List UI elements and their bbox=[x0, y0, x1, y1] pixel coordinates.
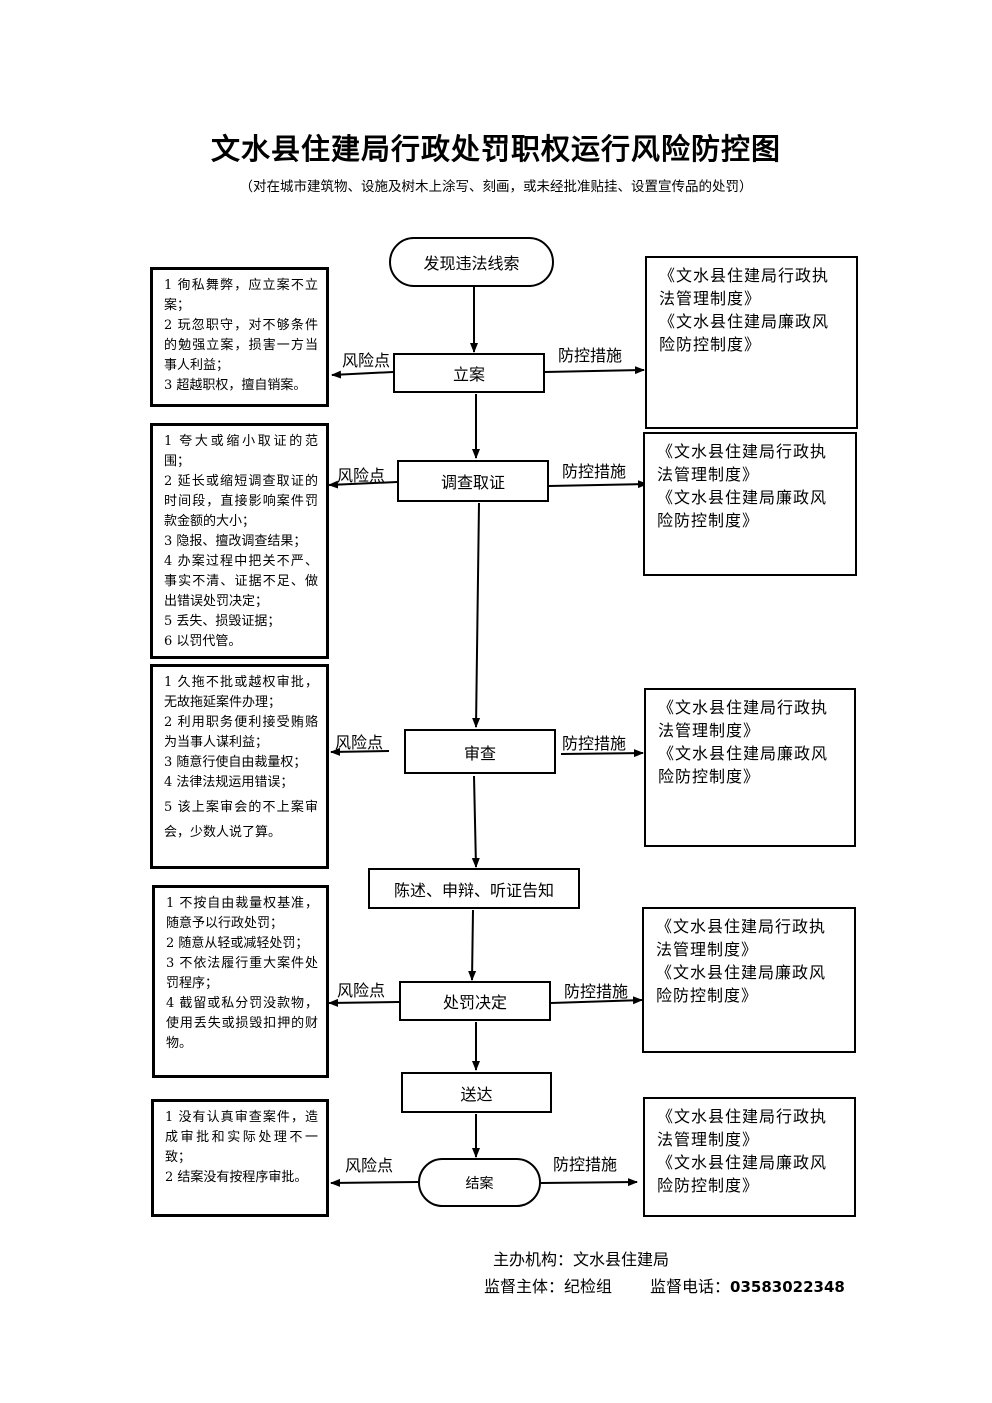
risk-box-close: 1 没有认真审查案件，造成审批和实际处理不一致； 2 结案没有按程序审批。 bbox=[151, 1099, 329, 1217]
measure-line: 法管理制度》 bbox=[656, 940, 759, 959]
risk-item: 2 利用职务便利接受贿赂为当事人谋利益； bbox=[164, 715, 318, 750]
flow-arrow-5 bbox=[468, 909, 477, 981]
footer-phone: 监督电话：03583022348 bbox=[650, 1273, 845, 1297]
risk-item: 1 久拖不批或越权审批，无故拖延案件办理； bbox=[164, 675, 318, 710]
control-arrow-4 bbox=[550, 996, 643, 1005]
footer-phone-value: 03583022348 bbox=[730, 1278, 845, 1296]
measure-line: 《文水县住建局行政执 bbox=[659, 266, 830, 285]
measure-line: 险防控制度》 bbox=[657, 511, 760, 530]
risk-item: 4 法律法规运用错误； bbox=[164, 775, 294, 790]
measure-line: 《文水县住建局廉政风 bbox=[657, 1153, 828, 1172]
risk-arrow-2 bbox=[328, 480, 398, 489]
risk-item: 1 徇私舞弊，应立案不立案； bbox=[164, 278, 318, 313]
risk-arrow-1 bbox=[331, 370, 394, 379]
risk-label-5: 风险点 bbox=[345, 1156, 394, 1175]
risk-box-investigate: 1 夸大或缩小取证的范围； 2 延长或缩短调查取证的时间段，直接影响案件罚款金额… bbox=[150, 423, 329, 659]
footer-phone-label: 监督电话： bbox=[650, 1277, 731, 1296]
measure-line: 《文水县住建局廉政风 bbox=[658, 744, 829, 763]
measure-line: 险防控制度》 bbox=[656, 986, 759, 1005]
risk-item: 2 随意从轻或减轻处罚； bbox=[166, 936, 309, 951]
measure-line: 法管理制度》 bbox=[658, 721, 761, 740]
control-arrow-2 bbox=[548, 480, 648, 489]
step-decide: 处罚决定 bbox=[399, 981, 551, 1021]
control-label-1: 防控措施 bbox=[558, 346, 623, 365]
footer-org-value: 文水县住建局 bbox=[573, 1250, 670, 1269]
measure-box-decide: 《文水县住建局行政执 法管理制度》 《文水县住建局廉政风 险防控制度》 bbox=[642, 907, 856, 1053]
risk-item: 3 隐报、擅改调查结果； bbox=[164, 534, 307, 549]
flow-arrow-4 bbox=[471, 775, 480, 868]
measure-line: 《文水县住建局行政执 bbox=[658, 698, 829, 717]
risk-arrow-3 bbox=[330, 747, 390, 756]
control-label-4: 防控措施 bbox=[564, 982, 629, 1001]
measure-line: 法管理制度》 bbox=[659, 289, 762, 308]
footer-org-label: 主办机构： bbox=[493, 1250, 574, 1269]
footer-supervisor-label: 监督主体： bbox=[484, 1277, 565, 1296]
risk-item: 5 该上案审会的不上案审会，少数人说了算。 bbox=[164, 800, 318, 840]
flow-arrow-3 bbox=[472, 502, 481, 728]
control-label-5: 防控措施 bbox=[553, 1155, 618, 1174]
risk-item: 3 不依法履行重大案件处罚程序； bbox=[166, 956, 318, 991]
page-subtitle: （对在城市建筑物、设施及树木上涂写、刻画，或未经批准贴挂、设置宣传品的处罚） bbox=[239, 179, 753, 195]
risk-item: 4 办案过程中把关不严、事实不清、证据不足、做出错误处罚决定； bbox=[164, 554, 318, 609]
risk-item: 1 没有认真审查案件，造成审批和实际处理不一致； bbox=[165, 1110, 318, 1165]
footer-supervisor: 监督主体：纪检组 bbox=[484, 1273, 612, 1297]
step-close: 结案 bbox=[418, 1158, 541, 1207]
risk-item: 2 玩忽职守，对不够条件的勉强立案，损害一方当事人利益； bbox=[164, 318, 318, 373]
risk-arrow-4 bbox=[328, 998, 400, 1007]
page-title: 文水县住建局行政处罚职权运行风险防控图 bbox=[210, 132, 781, 166]
risk-item: 2 结案没有按程序审批。 bbox=[165, 1170, 308, 1185]
risk-box-review: 1 久拖不批或越权审批，无故拖延案件办理； 2 利用职务便利接受贿赂为当事人谋利… bbox=[150, 664, 329, 869]
measure-box-filing: 《文水县住建局行政执 法管理制度》 《文水县住建局廉政风 险防控制度》 bbox=[645, 256, 858, 429]
measure-line: 险防控制度》 bbox=[658, 767, 761, 786]
footer-org: 主办机构：文水县住建局 bbox=[493, 1246, 669, 1270]
risk-item: 5 丢失、损毁证据； bbox=[164, 614, 281, 629]
risk-box-decide: 1 不按自由裁量权基准，随意予以行政处罚； 2 随意从轻或减轻处罚； 3 不依法… bbox=[152, 885, 329, 1078]
step-discover: 发现违法线索 bbox=[389, 237, 554, 287]
measure-line: 险防控制度》 bbox=[659, 335, 762, 354]
measure-line: 《文水县住建局廉政风 bbox=[659, 312, 830, 331]
measure-line: 《文水县住建局廉政风 bbox=[656, 963, 827, 982]
control-label-2: 防控措施 bbox=[562, 462, 627, 481]
step-filing: 立案 bbox=[393, 353, 545, 393]
measure-box-investigate: 《文水县住建局行政执 法管理制度》 《文水县住建局廉政风 险防控制度》 bbox=[643, 432, 857, 576]
risk-item: 2 延长或缩短调查取证的时间段，直接影响案件罚款金额的大小； bbox=[164, 474, 318, 529]
risk-label-4: 风险点 bbox=[337, 981, 386, 1000]
control-arrow-3 bbox=[560, 749, 644, 758]
risk-item: 1 不按自由裁量权基准，随意予以行政处罚； bbox=[166, 896, 318, 931]
step-review: 审查 bbox=[404, 729, 556, 774]
risk-item: 3 超越职权，擅自销案。 bbox=[164, 378, 307, 393]
step-notify: 陈述、申辩、听证告知 bbox=[368, 868, 580, 909]
risk-box-filing: 1 徇私舞弊，应立案不立案； 2 玩忽职守，对不够条件的勉强立案，损害一方当事人… bbox=[150, 267, 329, 407]
step-deliver: 送达 bbox=[401, 1072, 552, 1113]
step-investigate: 调查取证 bbox=[397, 460, 549, 502]
measure-box-review: 《文水县住建局行政执 法管理制度》 《文水县住建局廉政风 险防控制度》 bbox=[644, 688, 856, 847]
risk-label-2: 风险点 bbox=[337, 466, 386, 485]
risk-item: 3 随意行使自由裁量权； bbox=[164, 755, 307, 770]
measure-line: 险防控制度》 bbox=[657, 1176, 760, 1195]
measure-line: 《文水县住建局行政执 bbox=[657, 442, 828, 461]
risk-label-3: 风险点 bbox=[335, 733, 384, 752]
risk-arrow-5 bbox=[330, 1178, 419, 1187]
measure-box-close: 《文水县住建局行政执 法管理制度》 《文水县住建局廉政风 险防控制度》 bbox=[643, 1097, 856, 1217]
measure-line: 《文水县住建局廉政风 bbox=[657, 488, 828, 507]
measure-line: 《文水县住建局行政执 bbox=[656, 917, 827, 936]
measure-line: 法管理制度》 bbox=[657, 1130, 760, 1149]
measure-line: 法管理制度》 bbox=[657, 465, 760, 484]
footer-supervisor-value: 纪检组 bbox=[564, 1277, 613, 1296]
control-label-3: 防控措施 bbox=[562, 734, 627, 753]
measure-line: 《文水县住建局行政执 bbox=[657, 1107, 828, 1126]
risk-item: 6 以罚代管。 bbox=[164, 634, 242, 649]
risk-item: 4 截留或私分罚没款物，使用丢失或损毁扣押的财物。 bbox=[166, 996, 318, 1051]
control-arrow-5 bbox=[540, 1178, 638, 1187]
risk-item: 1 夸大或缩小取证的范围； bbox=[164, 434, 318, 469]
risk-label-1: 风险点 bbox=[342, 351, 391, 370]
control-arrow-1 bbox=[544, 366, 645, 375]
